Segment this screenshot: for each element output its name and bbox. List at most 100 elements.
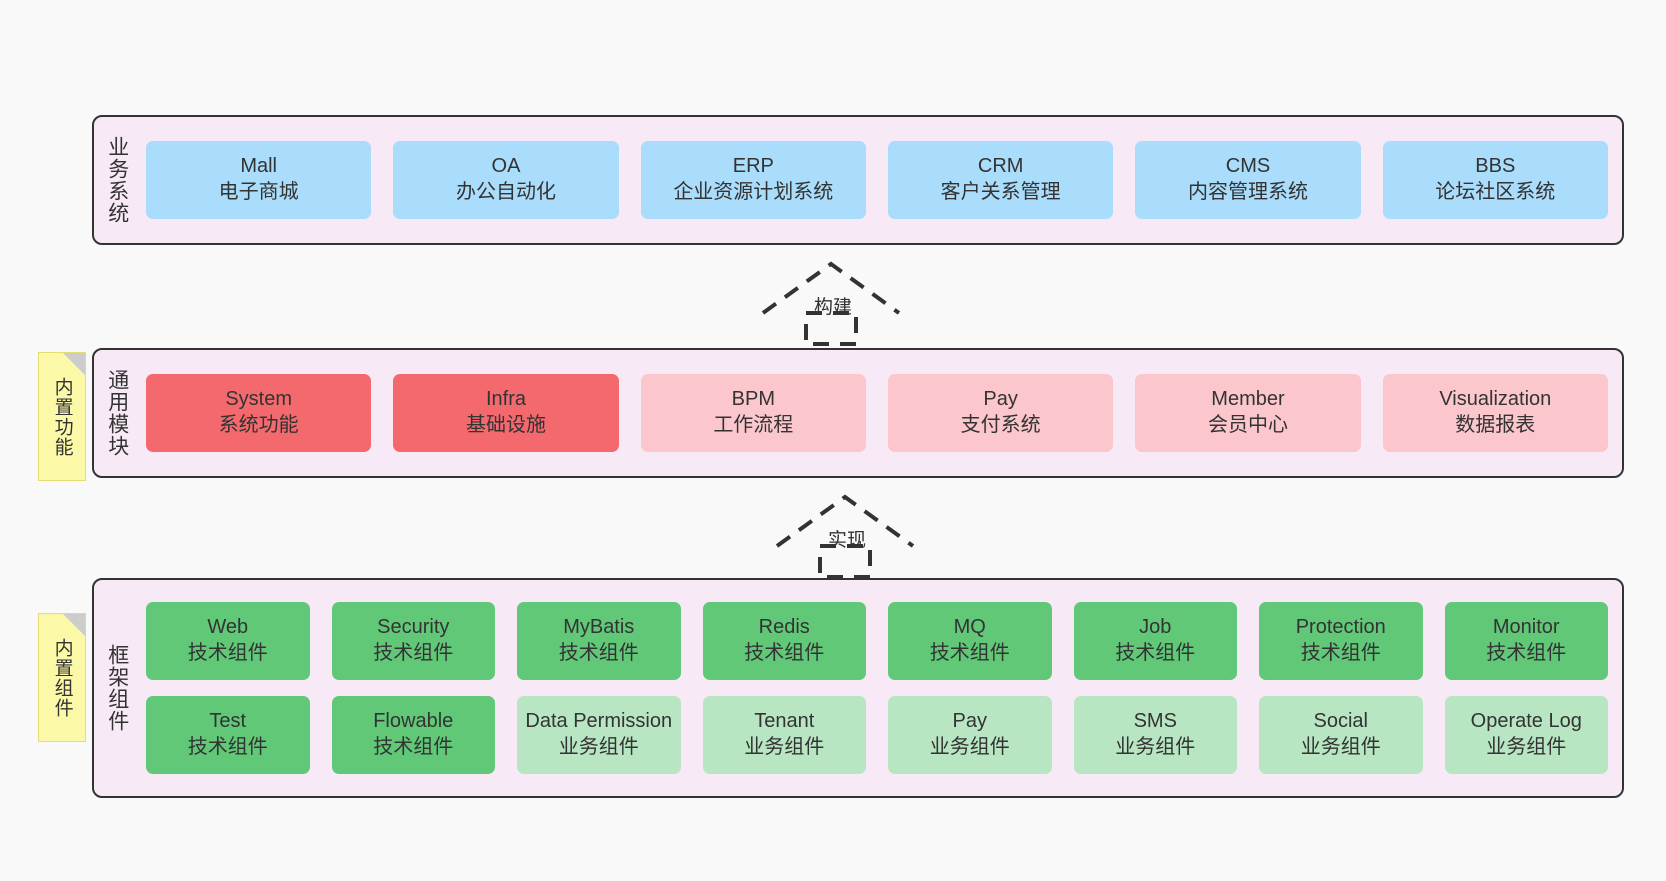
card-data-permission[interactable]: Data Permission 业务组件 [517,696,681,774]
layer-body-framework-component: Web 技术组件 Security 技术组件 MyBatis 技术组件 Redi… [140,580,1622,796]
card-infra[interactable]: Infra 基础设施 [393,374,619,452]
note-fold-corner-icon [63,353,85,375]
card-monitor[interactable]: Monitor 技术组件 [1444,602,1608,680]
card-mybatis[interactable]: MyBatis 技术组件 [517,602,681,680]
card-title: ERP [732,155,774,178]
card-tenant[interactable]: Tenant 业务组件 [702,696,866,774]
card-title: CRM [977,155,1024,178]
card-subtitle: 业务组件 [1486,736,1567,758]
card-pay-component[interactable]: Pay 业务组件 [888,696,1052,774]
card-flowable[interactable]: Flowable 技术组件 [331,696,495,774]
card-cms[interactable]: CMS 内容管理系统 [1135,141,1361,219]
card-title: Test [209,710,247,733]
card-subtitle: 技术组件 [558,642,639,664]
card-subtitle: 内容管理系统 [1187,181,1308,203]
card-row: Mall 电子商城 OA 办公自动化 ERP 企业资源计划系统 CRM 客户关系… [146,141,1608,219]
layer-common-module: 通用模块 System 系统功能 Infra 基础设施 BPM 工作流程 Pay… [92,348,1624,478]
card-subtitle: 技术组件 [1486,642,1567,664]
card-subtitle: 技术组件 [929,642,1010,664]
layer-framework-component: 框架组件 Web 技术组件 Security 技术组件 MyBatis 技术组件… [92,578,1624,798]
card-row: System 系统功能 Infra 基础设施 BPM 工作流程 Pay 支付系统… [146,374,1608,452]
card-social[interactable]: Social 业务组件 [1259,696,1423,774]
card-subtitle: 技术组件 [373,642,454,664]
card-title: BBS [1475,155,1516,178]
card-oa[interactable]: OA 办公自动化 [393,141,619,219]
card-erp[interactable]: ERP 企业资源计划系统 [640,141,866,219]
card-title: Web [207,616,249,639]
card-title: Tenant [754,710,815,733]
card-title: Redis [758,616,810,639]
card-title: CMS [1225,155,1271,178]
connector-build-label: 构建 [814,297,853,318]
card-subtitle: 业务组件 [744,736,825,758]
card-title: SMS [1133,710,1177,733]
card-web[interactable]: Web 技术组件 [146,602,310,680]
card-subtitle: 技术组件 [1300,642,1381,664]
card-title: Flowable [373,710,454,733]
card-title: Social [1313,710,1368,733]
card-subtitle: 电子商城 [218,181,299,203]
card-bpm[interactable]: BPM 工作流程 [640,374,866,452]
layer-body-business-system: Mall 电子商城 OA 办公自动化 ERP 企业资源计划系统 CRM 客户关系… [140,117,1622,243]
card-operate-log[interactable]: Operate Log 业务组件 [1444,696,1608,774]
card-title: Member [1211,388,1285,411]
card-member[interactable]: Member 会员中心 [1135,374,1361,452]
card-title: Visualization [1439,388,1552,411]
card-mq[interactable]: MQ 技术组件 [888,602,1052,680]
card-mall[interactable]: Mall 电子商城 [146,141,372,219]
card-row-tech: Web 技术组件 Security 技术组件 MyBatis 技术组件 Redi… [146,602,1608,680]
card-security[interactable]: Security 技术组件 [331,602,495,680]
card-title: BPM [731,388,775,411]
layer-title-framework-component: 框架组件 [105,644,129,732]
card-subtitle: 技术组件 [1115,642,1196,664]
card-subtitle: 工作流程 [713,414,794,436]
card-job[interactable]: Job 技术组件 [1073,602,1237,680]
card-visualization[interactable]: Visualization 数据报表 [1382,374,1608,452]
card-subtitle: 数据报表 [1455,414,1536,436]
card-sms[interactable]: SMS 业务组件 [1073,696,1237,774]
card-test[interactable]: Test 技术组件 [146,696,310,774]
card-title: Pay [983,388,1018,411]
layer-body-common-module: System 系统功能 Infra 基础设施 BPM 工作流程 Pay 支付系统… [140,350,1622,476]
layer-business-system: 业务系统 Mall 电子商城 OA 办公自动化 ERP 企业资源计划系统 CRM… [92,115,1624,245]
card-title: Operate Log [1470,710,1582,733]
card-bbs[interactable]: BBS 论坛社区系统 [1382,141,1608,219]
card-title: MyBatis [563,616,635,639]
card-title: Security [377,616,450,639]
card-subtitle: 系统功能 [218,414,299,436]
card-system[interactable]: System 系统功能 [146,374,372,452]
card-title: Monitor [1492,616,1560,639]
layer-title-common-module: 通用模块 [105,369,129,457]
card-subtitle: 支付系统 [960,414,1041,436]
card-protection[interactable]: Protection 技术组件 [1259,602,1423,680]
card-subtitle: 会员中心 [1207,414,1288,436]
connector-implement-label: 实现 [828,530,867,551]
card-redis[interactable]: Redis 技术组件 [702,602,866,680]
card-title: Protection [1295,616,1386,639]
note-builtin-function: 内置功能 [38,352,86,481]
card-subtitle: 业务组件 [558,736,639,758]
card-subtitle: 基础设施 [465,414,546,436]
card-title: MQ [953,616,986,639]
note-label: 内置组件 [51,637,73,718]
card-subtitle: 业务组件 [1115,736,1196,758]
card-subtitle: 论坛社区系统 [1435,181,1556,203]
note-builtin-component: 内置组件 [38,613,86,742]
card-subtitle: 技术组件 [373,736,454,758]
card-title: Mall [240,155,277,178]
card-subtitle: 业务组件 [929,736,1010,758]
card-crm[interactable]: CRM 客户关系管理 [887,141,1114,219]
card-subtitle: 客户关系管理 [940,181,1061,203]
card-title: Job [1139,616,1172,639]
note-label: 内置功能 [51,376,73,457]
card-pay[interactable]: Pay 支付系统 [887,374,1114,452]
card-title: Infra [485,388,526,411]
card-subtitle: 技术组件 [187,736,268,758]
card-title: Pay [952,710,987,733]
layer-title-business-system: 业务系统 [105,136,129,224]
card-row-business: Test 技术组件 Flowable 技术组件 Data Permission … [146,696,1608,774]
card-subtitle: 办公自动化 [455,181,556,203]
card-title: Data Permission [525,710,673,733]
card-title: OA [491,155,521,178]
card-subtitle: 企业资源计划系统 [673,181,834,203]
